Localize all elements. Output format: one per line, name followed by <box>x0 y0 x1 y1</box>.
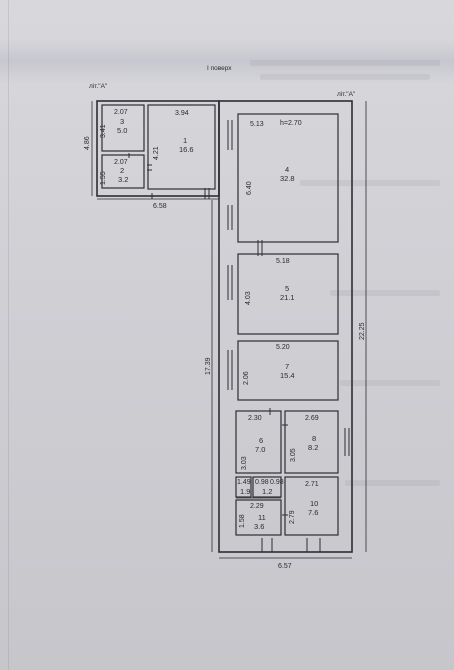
room-10-width: 2.71 <box>305 481 319 488</box>
bleed-through-line <box>250 60 440 66</box>
room-12-outline <box>235 476 252 498</box>
room-9-outline <box>252 476 282 498</box>
room-4-area: 32.8 <box>280 174 295 183</box>
room-3-number: 3 <box>120 117 124 126</box>
bleed-through-line <box>300 180 440 186</box>
dim-right-height: 22.25 <box>359 322 366 340</box>
room-10-number: 10 <box>310 499 318 508</box>
room-8-height: 3.05 <box>290 448 297 462</box>
room-4-number: 4 <box>285 165 289 174</box>
room-2-outline <box>101 154 145 189</box>
room-11-width: 2.29 <box>250 503 264 510</box>
room-1-number: 1 <box>183 136 187 145</box>
bleed-through-line <box>260 74 430 80</box>
room-11-area: 3.6 <box>254 522 264 531</box>
room-8-number: 8 <box>312 434 316 443</box>
room-5-width: 5.18 <box>276 258 290 265</box>
room-1-height: 4.21 <box>153 146 160 160</box>
room-5-outline <box>237 253 339 335</box>
bleed-through-band <box>0 38 454 84</box>
room-1-width: 3.94 <box>175 110 189 117</box>
lit-label-right: літ."А" <box>337 90 356 98</box>
room-5-height: 4.03 <box>245 291 252 305</box>
room-6-width: 2.30 <box>248 415 262 422</box>
room-10-outline <box>284 476 339 536</box>
room-7-number: 7 <box>285 362 289 371</box>
room-11-number: 11 <box>258 513 266 522</box>
main-outer-wall <box>218 100 353 553</box>
room-1-outline <box>147 104 216 190</box>
bleed-through-line <box>340 380 440 386</box>
room-8-area: 8.2 <box>308 443 318 452</box>
room-5-number: 5 <box>285 284 289 293</box>
room-6-number: 6 <box>259 436 263 445</box>
room-10-area: 7.6 <box>308 508 318 517</box>
small-dim-1: 1.49 <box>237 479 251 486</box>
room-11-height: 1.58 <box>239 514 246 528</box>
room-11-outline <box>235 499 282 536</box>
room-10-height: 2.79 <box>289 510 296 524</box>
room-9-area: 1.2 <box>262 487 272 496</box>
room-3-width: 2.07 <box>114 109 128 116</box>
room-2-area: 3.2 <box>118 175 128 184</box>
dim-annex-width: 6.58 <box>153 203 167 210</box>
room-7-height: 2.06 <box>243 371 250 385</box>
ceiling-height: h=2.70 <box>280 120 302 127</box>
room-8-width: 2.69 <box>305 415 319 422</box>
bleed-through-line <box>330 290 440 296</box>
room-3-height: 3.41 <box>100 124 107 138</box>
room-3-area: 5.0 <box>117 126 127 135</box>
room-4-outline <box>237 113 339 243</box>
room-7-width: 5.20 <box>276 344 290 351</box>
page-margin-line <box>8 0 9 670</box>
room-4-width: 5.13 <box>250 121 264 128</box>
room-3-outline <box>101 104 145 152</box>
room-12-area: 1.9 <box>240 487 250 496</box>
room-6-outline <box>235 410 282 474</box>
small-dim-2: 0.98 <box>255 479 269 486</box>
dim-bottom-width: 6.57 <box>278 563 292 570</box>
dim-middle-height: 17.39 <box>205 357 212 375</box>
room-8-outline <box>284 410 339 474</box>
room-5-area: 21.1 <box>280 293 295 302</box>
bleed-through-line <box>345 480 440 486</box>
room-2-width: 2.07 <box>114 159 128 166</box>
dim-left-height: 4.86 <box>84 136 91 150</box>
room-7-area: 15.4 <box>280 371 295 380</box>
room-6-height: 3.03 <box>241 456 248 470</box>
room-6-area: 7.0 <box>255 445 265 454</box>
floor-title: I поверх <box>207 65 232 72</box>
room-2-height: 1.55 <box>100 171 107 185</box>
room-2-number: 2 <box>120 166 124 175</box>
room-4-height: 6.40 <box>246 181 253 195</box>
room-1-area: 16.6 <box>179 145 194 154</box>
room-7-outline <box>237 340 339 401</box>
small-dim-3: 0.98 <box>270 479 284 486</box>
lit-label-left: літ."А" <box>89 82 108 90</box>
